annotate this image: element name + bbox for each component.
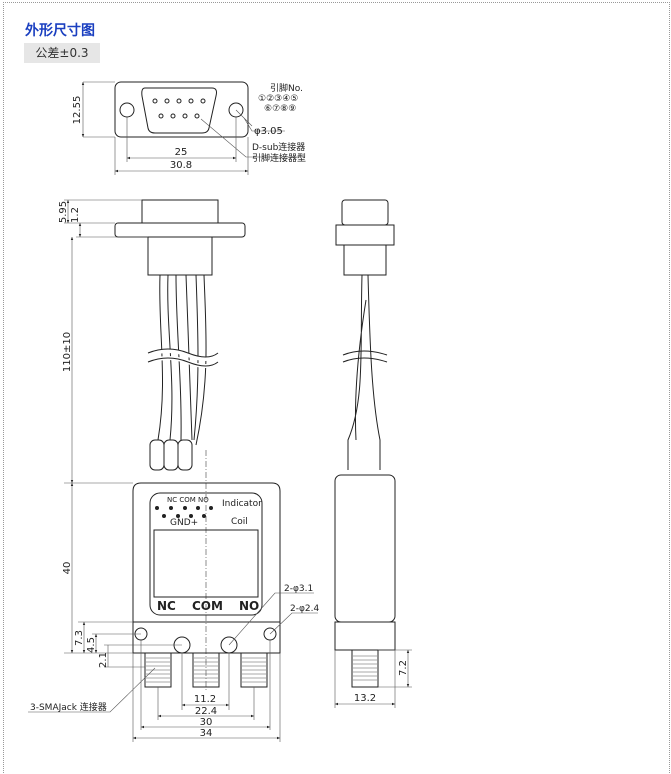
dim-5-95: 5.95: [58, 201, 69, 223]
indicator-label: Indicator: [222, 499, 262, 509]
page-frame: [3, 2, 670, 773]
indicator-pin-labels: NC COM NO: [167, 496, 209, 504]
pin-numbers-row2: ⑥⑦⑧⑨: [264, 104, 296, 114]
dsub-top-view: 12.55 25 30.8 引脚No. ①②③④⑤ ⑥⑦⑧⑨ φ3.05 D-s…: [72, 81, 306, 175]
port-com-label: COM: [192, 599, 223, 613]
hole-label-3-1: 2-φ3.1: [284, 584, 313, 594]
dim-4-5: 4.5: [86, 637, 97, 653]
page-title: 外形尺寸图: [25, 23, 95, 39]
dim-2-1: 2.1: [98, 652, 109, 668]
dim-7-3: 7.3: [74, 630, 85, 646]
dim-30: 30: [200, 717, 213, 728]
connector-label-2: 引脚连接器型: [252, 152, 306, 164]
coil-pin-labels: GND+: [170, 518, 198, 528]
pin-number-label: 引脚No.: [270, 83, 303, 94]
dim-110: 110±10: [62, 332, 73, 372]
dim-40: 40: [62, 562, 73, 575]
dim-34: 34: [200, 728, 213, 739]
pin-numbers-row1: ①②③④⑤: [258, 94, 298, 104]
port-nc-label: NC: [157, 599, 176, 613]
dim-25: 25: [175, 147, 188, 158]
connector-label-1: D-sub连接器: [252, 141, 305, 153]
coil-label: Coil: [231, 517, 248, 527]
dim-12-55: 12.55: [72, 96, 83, 125]
hole-label-2-4: 2-φ2.4: [290, 604, 319, 614]
dim-30-8: 30.8: [170, 160, 192, 171]
sma-connector-label: 3-SMAJack 连接器: [30, 701, 107, 713]
side-view: 13.2 7.2: [334, 199, 412, 708]
dim-11-2: 11.2: [194, 694, 216, 705]
dim-22-4: 22.4: [195, 706, 217, 717]
dim-13-2: 13.2: [354, 693, 376, 704]
tolerance-badge: 公差±0.3: [24, 43, 100, 63]
hole-dim: φ3.05: [254, 126, 283, 137]
front-view: NC COM NO GND+ Indicator Coil NC COM NO …: [28, 199, 319, 742]
port-no-label: NO: [239, 599, 259, 613]
dim-7-2: 7.2: [398, 660, 409, 676]
dim-1-2: 1.2: [70, 207, 81, 223]
